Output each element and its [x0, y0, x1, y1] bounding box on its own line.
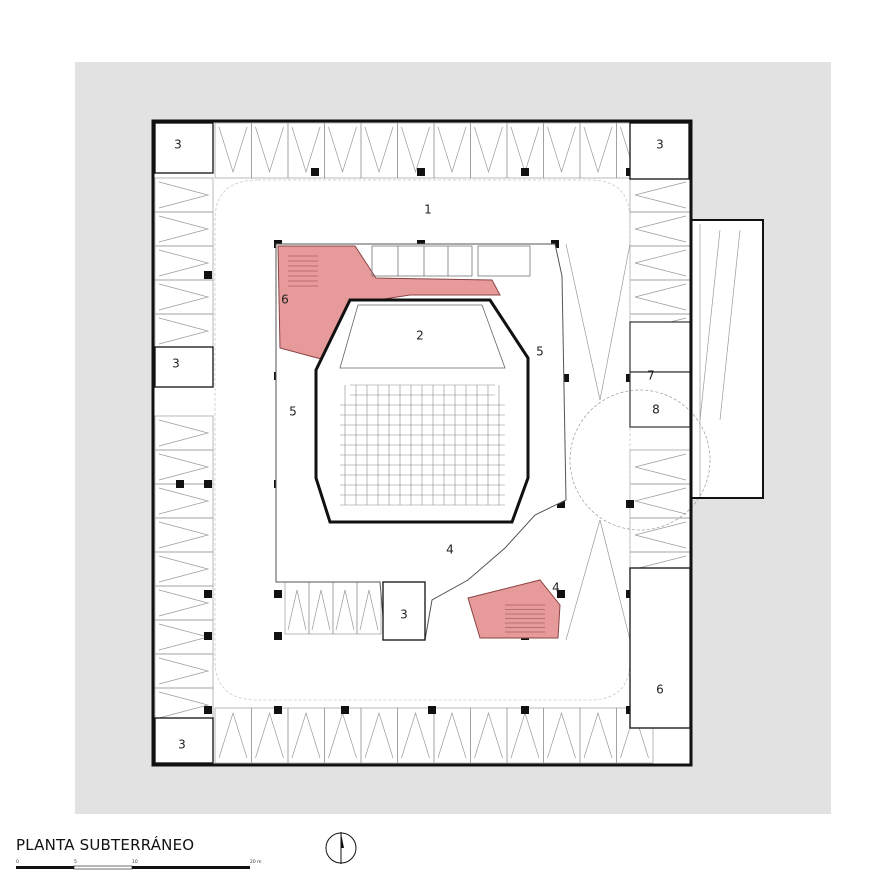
parking-stall: [634, 215, 687, 243]
parking-stall: [158, 555, 210, 583]
parking-stall: [158, 419, 210, 447]
column: [204, 480, 212, 488]
rooms-7-8: [629, 321, 691, 428]
room-labels: 1 2 3 3 3 3 3 4 4 5 5 6 6 7 8: [172, 138, 664, 752]
parking-stall: [547, 711, 576, 759]
restrooms: [371, 245, 531, 277]
room-label-8: 8: [652, 403, 660, 417]
scale-bar: 0 5 10 20 m: [16, 859, 262, 870]
seating-rows: [340, 384, 505, 506]
column: [561, 374, 569, 382]
parking-stall: [287, 589, 307, 631]
parking-stall: [291, 126, 321, 174]
parking-stall: [255, 126, 284, 174]
parking-stall: [335, 589, 355, 631]
parking-stall: [158, 691, 210, 719]
parking-stall: [634, 521, 687, 549]
room-label-7: 7: [647, 369, 655, 383]
parking-stall: [158, 215, 210, 243]
parking-stall: [474, 711, 503, 759]
parking-stall: [158, 589, 210, 617]
room-label-5: 5: [289, 405, 297, 419]
north-arrow-icon: [325, 832, 357, 864]
annex-wall: [691, 219, 764, 499]
parking-stall: [634, 249, 687, 277]
stage: [339, 304, 506, 369]
column: [274, 590, 282, 598]
parking-stall: [437, 711, 467, 759]
column: [204, 590, 212, 598]
room-label-6: 6: [281, 293, 289, 307]
column: [204, 271, 212, 279]
column: [311, 168, 319, 176]
column: [626, 500, 634, 508]
parking-stall: [634, 453, 687, 481]
parking-stall: [255, 711, 284, 759]
column: [521, 706, 529, 714]
column: [274, 632, 282, 640]
room-label-3: 3: [656, 138, 664, 152]
column: [428, 706, 436, 714]
room-label-3: 3: [178, 738, 186, 752]
parking-stall: [474, 126, 503, 174]
parking-stall: [583, 711, 613, 759]
parking-stall: [158, 453, 210, 481]
corner-rooms: [154, 122, 691, 764]
parking-stall: [218, 126, 248, 174]
column: [204, 706, 212, 714]
column: [341, 706, 349, 714]
highlight-stair-se: [467, 579, 561, 639]
parking-stall: [158, 283, 210, 311]
room-label-4: 4: [552, 581, 560, 595]
parking-stall: [158, 657, 210, 685]
parking-stall: [291, 711, 321, 759]
column: [557, 590, 565, 598]
column: [521, 168, 529, 176]
parking-stall: [547, 126, 576, 174]
parking-stall: [364, 711, 394, 759]
parking-stall: [158, 487, 210, 515]
parking-stall: [583, 126, 613, 174]
parking-stall: [437, 126, 467, 174]
east-annex: [691, 220, 763, 498]
scale-tick-label: 0: [16, 859, 19, 865]
room-label-4: 4: [446, 543, 454, 557]
parking-stall: [311, 589, 331, 631]
parking-stall: [158, 521, 210, 549]
parking-stall: [158, 317, 210, 345]
parking-stall: [218, 711, 248, 759]
scale-tick-label: 5: [74, 859, 77, 865]
room-label-3: 3: [172, 357, 180, 371]
parking-stall: [401, 711, 430, 759]
room-label-3: 3: [174, 138, 182, 152]
parking-stall: [359, 589, 379, 631]
parking-stall: [634, 487, 687, 515]
plan-title: PLANTA SUBTERRÁNEO: [16, 836, 195, 854]
driving-lane: [214, 179, 631, 701]
scale-tick-label: 20 m: [250, 859, 262, 865]
room-label-2: 2: [416, 329, 424, 343]
outer-wall: [151, 119, 693, 767]
column: [176, 480, 184, 488]
parking-stall: [401, 126, 430, 174]
column: [557, 500, 565, 508]
parking-stall: [634, 283, 687, 311]
parking-stall: [634, 181, 687, 209]
room-label-1: 1: [424, 203, 432, 217]
column: [417, 168, 425, 176]
room-label-3: 3: [400, 608, 408, 622]
column: [204, 632, 212, 640]
room-label-5: 5: [536, 345, 544, 359]
column: [274, 706, 282, 714]
scale-tick-label: 10: [132, 859, 138, 865]
room-label-6: 6: [656, 683, 664, 697]
stair-treads: [288, 255, 545, 633]
parking-stall: [328, 126, 357, 174]
parking-stall: [364, 126, 394, 174]
parking-stall: [158, 249, 210, 277]
parking-stall: [158, 181, 210, 209]
